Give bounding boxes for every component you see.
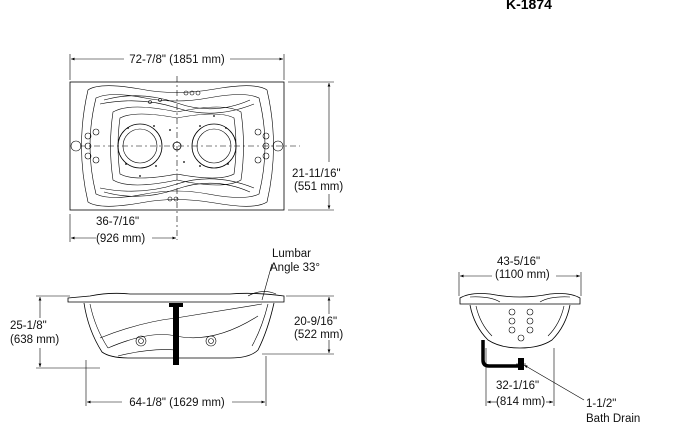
dim-height-l2: (638 mm) xyxy=(10,334,59,346)
model-number: K-1874 xyxy=(506,0,552,12)
dim-width-l2: (1100 mm) xyxy=(495,269,550,281)
dim-height-l1: 25-1/8" xyxy=(10,320,47,332)
side-view: Lumbar Angle 33° 25-1/8" (638 mm) 20-9/1… xyxy=(10,248,343,409)
drain-pipe xyxy=(173,303,179,365)
lumbar-label-l1: Lumbar xyxy=(272,248,311,260)
dim-inner-depth-l1: 20-9/16" xyxy=(294,316,337,328)
dim-bottom-width-l1: 32-1/16" xyxy=(496,380,539,392)
drain-pipe-end xyxy=(481,340,518,368)
dim-depth-l1: 21-11/16" xyxy=(292,168,341,180)
drain-label-l2: Bath Drain xyxy=(586,413,640,425)
end-view: 43-5/16" (1100 mm) 32-1/16" (814 mm) 1-1… xyxy=(458,256,640,425)
dim-drain-offset-l1: 36-7/16" xyxy=(96,216,139,228)
top-view: 72-7/8" (1851 mm) 21-11/16" (551 mm) 36-… xyxy=(69,54,343,245)
dim-inner-depth-l2: (522 mm) xyxy=(294,329,343,341)
drain-label-l1: 1-1/2" xyxy=(586,398,616,410)
dim-depth-l2: (551 mm) xyxy=(294,181,343,193)
dim-drain-offset-l2: (926 mm) xyxy=(96,233,145,245)
lumbar-label-l2: Angle 33° xyxy=(270,262,320,274)
dim-bottom-length: 64-1/8" (1629 mm) xyxy=(129,397,225,409)
dim-bottom-width-l2: (814 mm) xyxy=(496,396,545,408)
dim-width-l1: 43-5/16" xyxy=(497,256,540,268)
dim-overall-length: 72-7/8" (1851 mm) xyxy=(129,54,225,66)
